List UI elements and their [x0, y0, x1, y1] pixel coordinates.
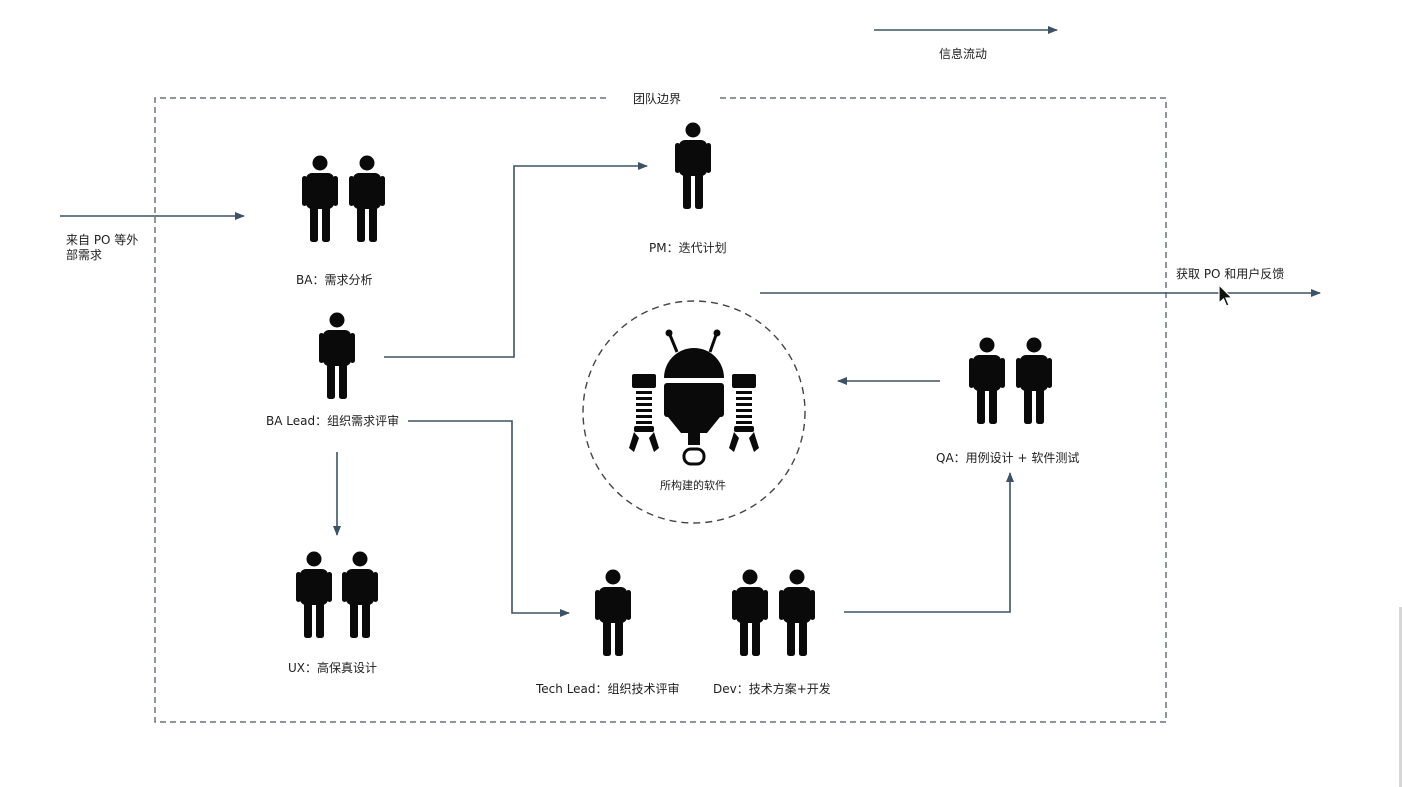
team-boundary-label: 团队边界	[627, 92, 688, 107]
ba-person-icon	[302, 155, 385, 242]
external-input-label-line1: 来自 PO 等外	[66, 233, 139, 247]
ba-lead-to-tech-lead-arrow	[408, 420, 570, 617]
ba-role-label: BA：需求分析	[296, 273, 373, 287]
external-input-label-line2: 部需求	[66, 248, 103, 262]
mouse-cursor-icon	[1218, 284, 1234, 307]
ux-person-icon	[296, 551, 378, 638]
ba-lead-person-icon	[319, 312, 355, 399]
ux-role-label: UX：高保真设计	[288, 661, 378, 675]
tech-lead-role-label: Tech Lead：组织技术评审	[536, 682, 680, 696]
robot-icon	[629, 329, 759, 466]
qa-role-label: QA：用例设计 + 软件测试	[936, 451, 1080, 465]
dev-person-icon	[732, 569, 815, 656]
qa-person-icon	[969, 337, 1052, 424]
dev-to-qa-arrow	[844, 472, 1014, 613]
software-circle	[582, 300, 806, 524]
ba-lead-role-label: BA Lead：组织需求评审	[266, 414, 400, 428]
legend-label: 信息流动	[939, 47, 988, 61]
pm-role-label: PM：迭代计划	[649, 241, 727, 255]
tech-lead-person-icon	[595, 569, 631, 656]
team-boundary	[154, 97, 1167, 723]
scrollbar-edge[interactable]	[1399, 607, 1402, 787]
feedback-output-label: 获取 PO 和用户反馈	[1176, 267, 1285, 281]
ba-lead-to-pm-arrow	[384, 162, 648, 358]
software-label: 所构建的软件	[660, 479, 726, 492]
pm-person-icon	[675, 122, 711, 209]
dev-role-label: Dev：技术方案+开发	[713, 682, 831, 696]
